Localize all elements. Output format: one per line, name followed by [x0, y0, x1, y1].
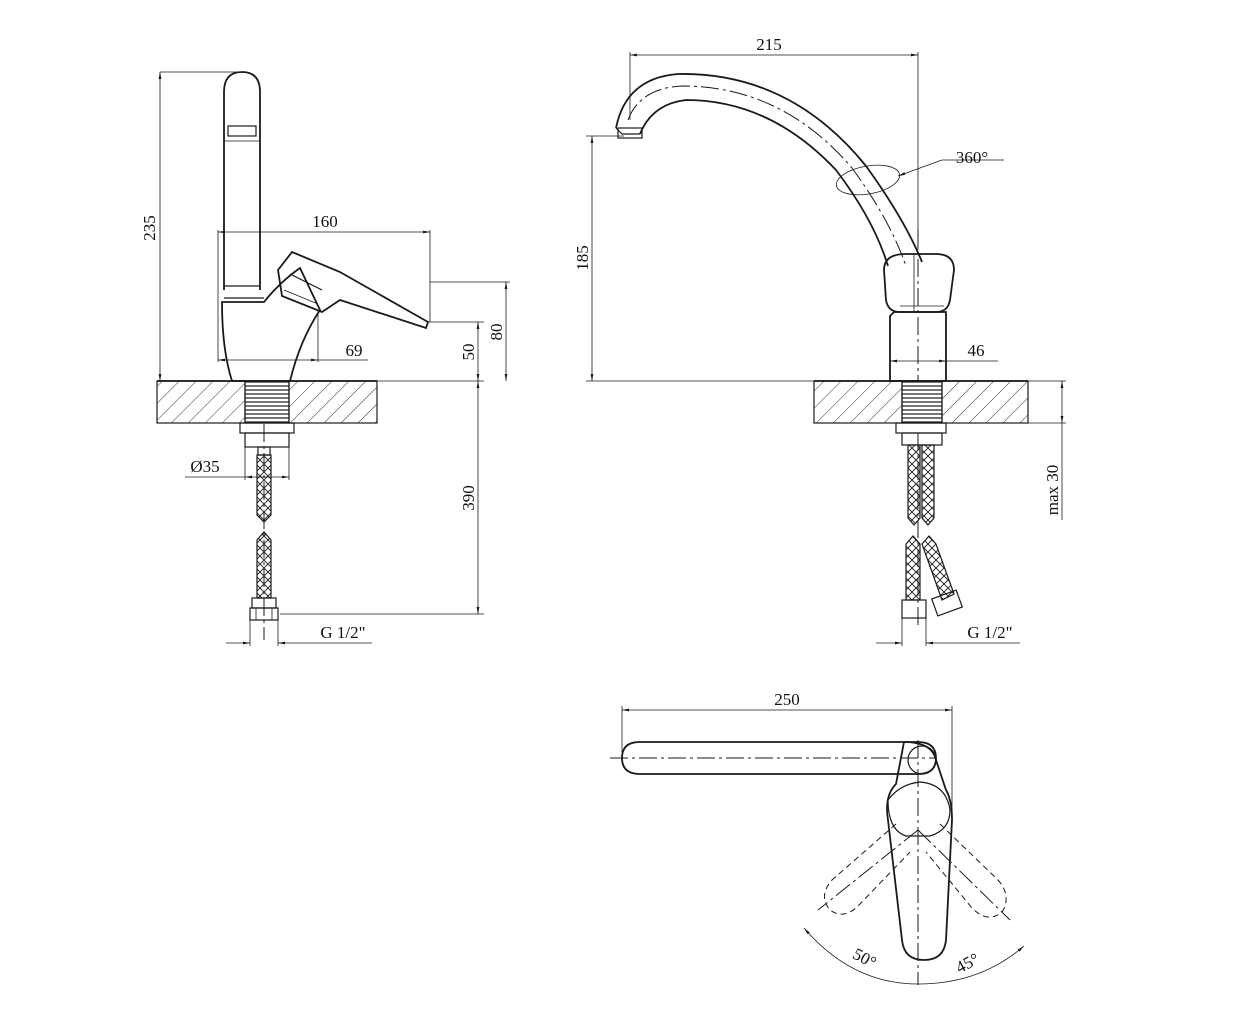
body-top — [886, 740, 953, 985]
dim-50: 50 — [428, 321, 484, 381]
lever-positions-top — [817, 823, 1011, 921]
spout-top — [610, 741, 937, 775]
label-160: 160 — [312, 212, 338, 231]
dim-max-30: max 30 — [1043, 381, 1064, 520]
label-390: 390 — [459, 485, 478, 511]
label-69: 69 — [346, 341, 363, 360]
dim-thread-front: G 1/2" — [876, 618, 1020, 646]
dim-69: 69 — [218, 310, 368, 362]
dim-thread-side: G 1/2" — [226, 620, 372, 646]
dim-185: 185 — [573, 135, 814, 382]
dim-215: 215 — [629, 35, 919, 250]
label-250: 250 — [774, 690, 800, 709]
label-thread-front: G 1/2" — [967, 623, 1012, 642]
label-angle-45: 45° — [952, 949, 982, 977]
label-185: 185 — [573, 245, 592, 271]
spout-side — [223, 71, 261, 290]
countertop-section-front — [813, 380, 1066, 424]
label-angle-50: 50° — [850, 944, 880, 972]
countertop-section-side — [156, 380, 378, 424]
dim-angles: 50° 45° — [803, 927, 1025, 985]
dim-46: 46 — [890, 341, 998, 363]
label-max-30: max 30 — [1043, 465, 1062, 516]
spout-front — [615, 73, 923, 267]
body-front — [883, 230, 955, 382]
label-50: 50 — [459, 344, 478, 361]
front-view: 215 185 360° 46 max 30 — [573, 35, 1066, 646]
label-215: 215 — [756, 35, 782, 54]
hoses-front — [895, 422, 964, 625]
dim-390: 390 — [280, 380, 484, 615]
dim-diameter-35: Ø35 — [185, 440, 290, 480]
dim-80: 80 — [430, 281, 510, 381]
body-side — [221, 266, 322, 382]
top-view: 50° 45° 250 — [610, 690, 1025, 985]
label-46: 46 — [968, 341, 985, 360]
label-80: 80 — [487, 324, 506, 341]
dim-160: 160 — [217, 212, 431, 362]
side-view: 235 160 69 50 80 — [140, 71, 510, 646]
label-diameter-35: Ø35 — [190, 457, 219, 476]
label-thread-side: G 1/2" — [320, 623, 365, 642]
dim-250: 250 — [621, 690, 953, 816]
lever-side — [277, 250, 430, 330]
label-360: 360° — [956, 148, 988, 167]
label-235: 235 — [140, 215, 159, 241]
dim-360: 360° — [897, 148, 1004, 177]
dim-235: 235 — [140, 71, 238, 381]
hose-side — [239, 422, 295, 621]
